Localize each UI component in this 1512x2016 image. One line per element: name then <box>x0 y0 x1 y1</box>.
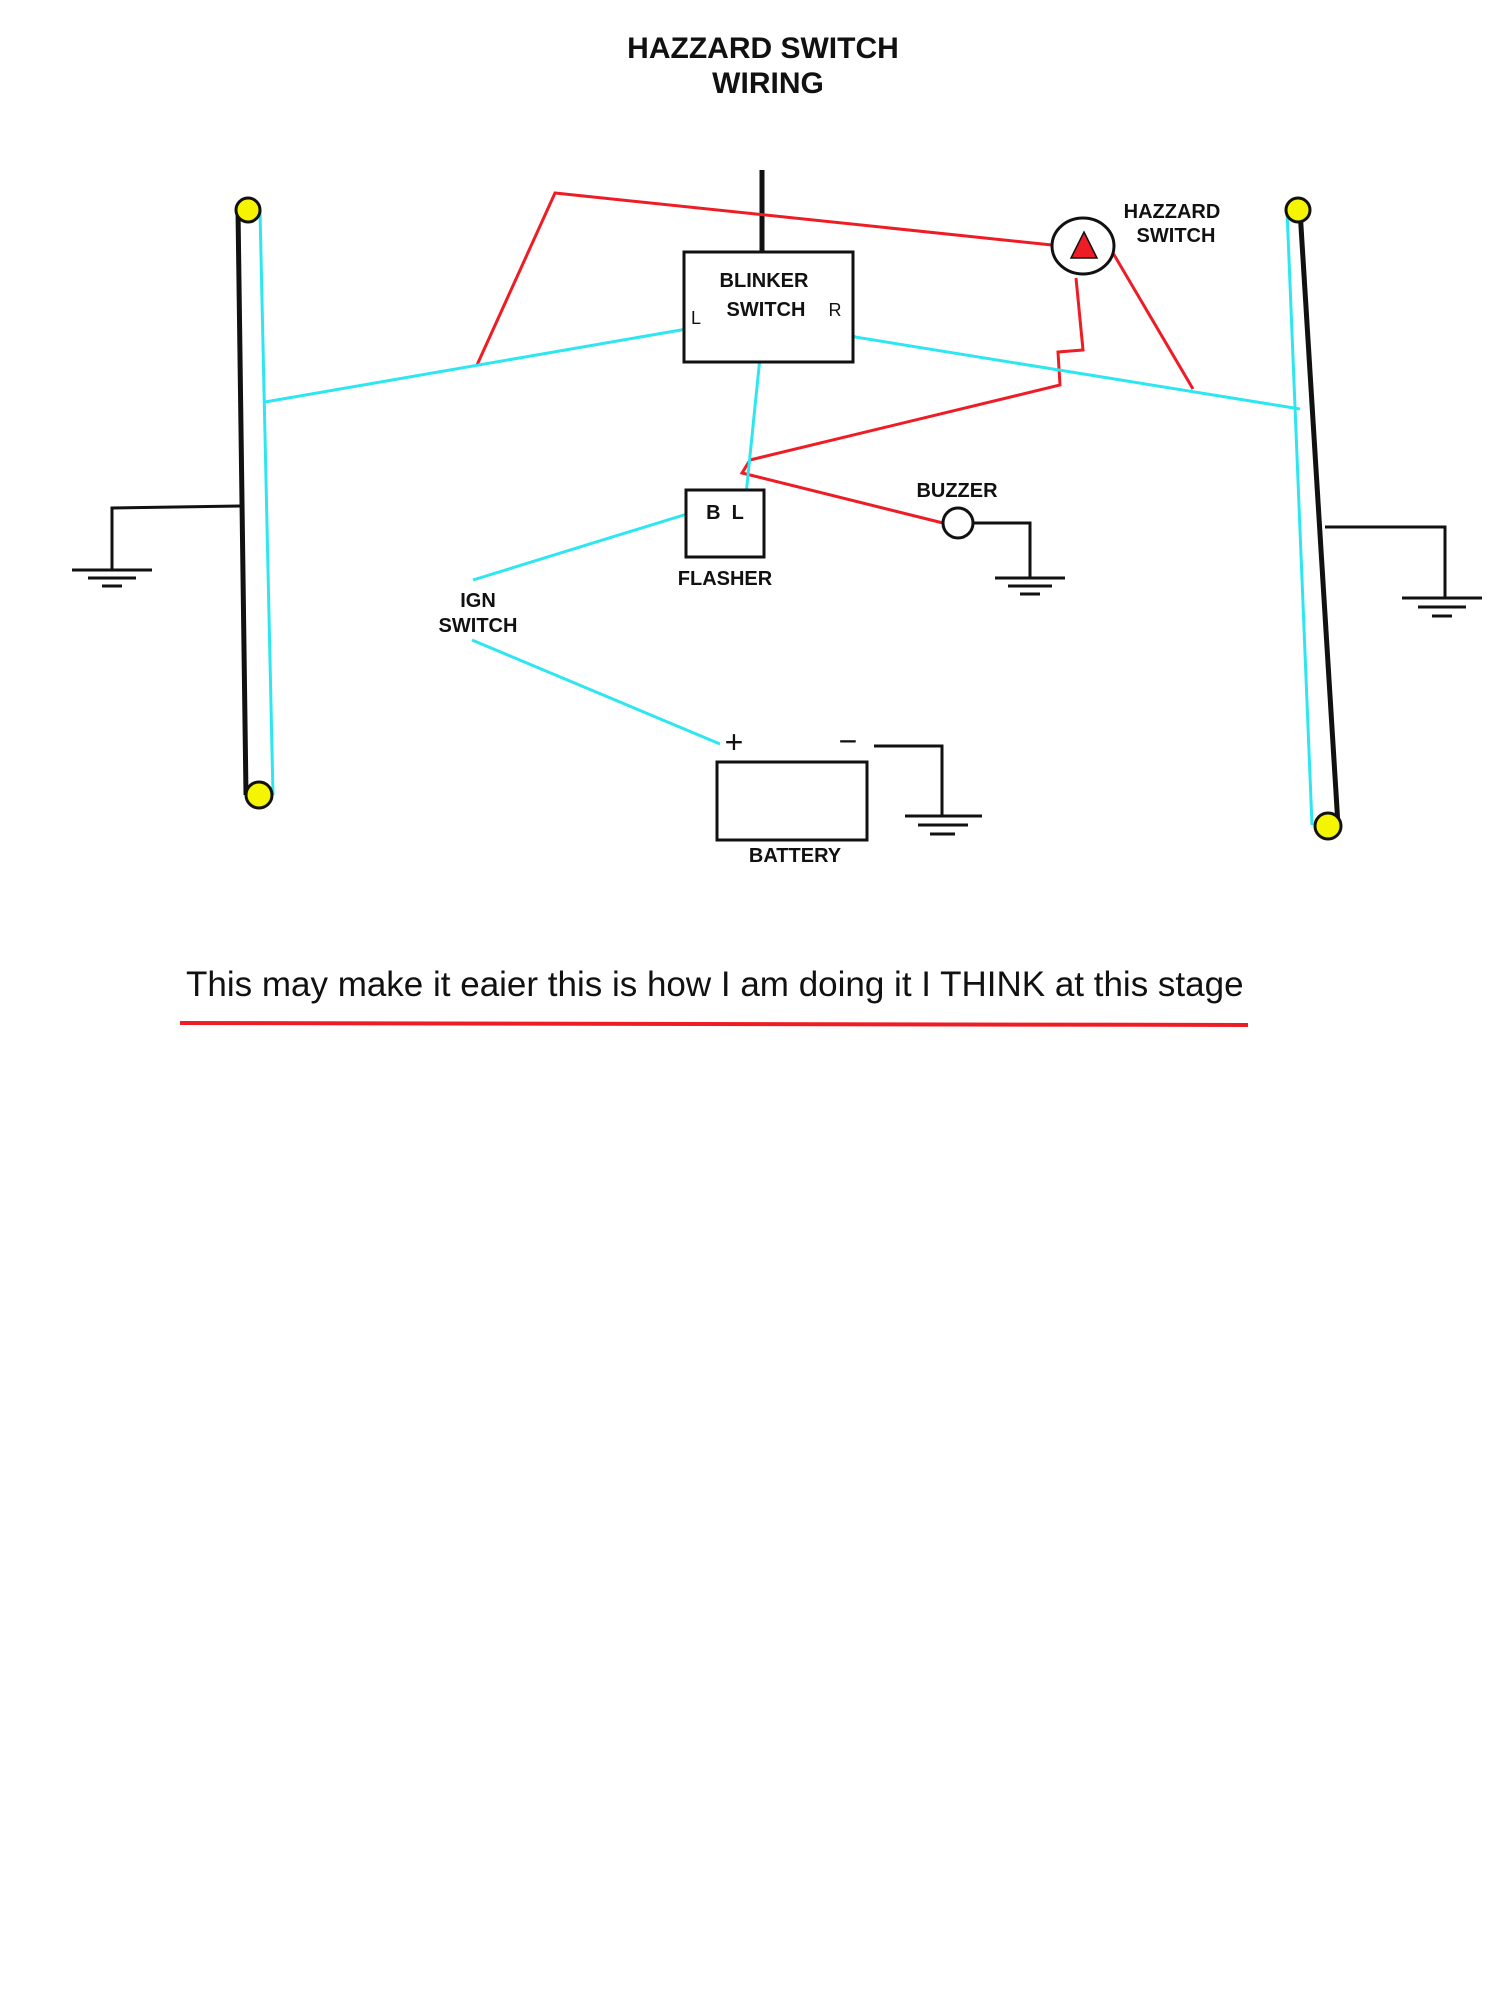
battery-minus-terminal: − <box>839 723 858 759</box>
buzzer-ground-symbol <box>973 521 1065 596</box>
buzzer-label: BUZZER <box>916 480 998 502</box>
flasher-pins: B L <box>706 502 744 524</box>
left-front-lamp <box>234 196 262 224</box>
hazard-switch: HAZZARD SWITCH <box>1050 201 1221 276</box>
diagram-title-line2: WIRING <box>712 67 824 100</box>
left-signal-bar <box>234 196 275 810</box>
cyan-wires <box>264 320 1301 746</box>
hazard-switch-label-line1: HAZZARD <box>1124 201 1221 223</box>
diagram-title-line1: HAZZARD SWITCH <box>627 32 899 65</box>
author-note: This may make it eaier this is how I am … <box>186 965 1244 1004</box>
battery-plus-terminal: + <box>725 724 744 760</box>
right-front-lamp <box>1284 196 1312 224</box>
note-underline <box>179 1021 1249 1027</box>
battery-label: BATTERY <box>749 845 842 867</box>
right-signal-bar <box>1284 196 1343 841</box>
flasher: B L FLASHER <box>678 488 773 590</box>
ign-switch: IGN SWITCH <box>439 590 518 637</box>
left-rear-lamp <box>244 780 274 810</box>
battery-ground-symbol <box>874 744 982 836</box>
buzzer: BUZZER <box>916 480 1065 596</box>
battery: + − BATTERY <box>715 723 982 867</box>
blinker-switch: BLINKER SWITCH L R <box>682 250 855 364</box>
left-ground-symbol <box>72 504 241 588</box>
flasher-label: FLASHER <box>678 568 773 590</box>
ign-switch-label-line2: SWITCH <box>439 615 518 637</box>
hazard-switch-label-line2: SWITCH <box>1137 225 1216 247</box>
ign-switch-label-line1: IGN <box>460 590 496 612</box>
right-ground-symbol <box>1325 525 1482 618</box>
blinker-switch-label-line1: BLINKER <box>720 270 809 292</box>
blinker-switch-pin-right: R <box>829 300 842 320</box>
red-wires <box>475 191 1195 525</box>
blinker-switch-pin-left: L <box>691 308 701 328</box>
right-rear-lamp <box>1313 811 1343 841</box>
blinker-switch-label-line2: SWITCH <box>727 299 806 321</box>
hazard-warning-triangle-icon <box>1069 230 1099 259</box>
